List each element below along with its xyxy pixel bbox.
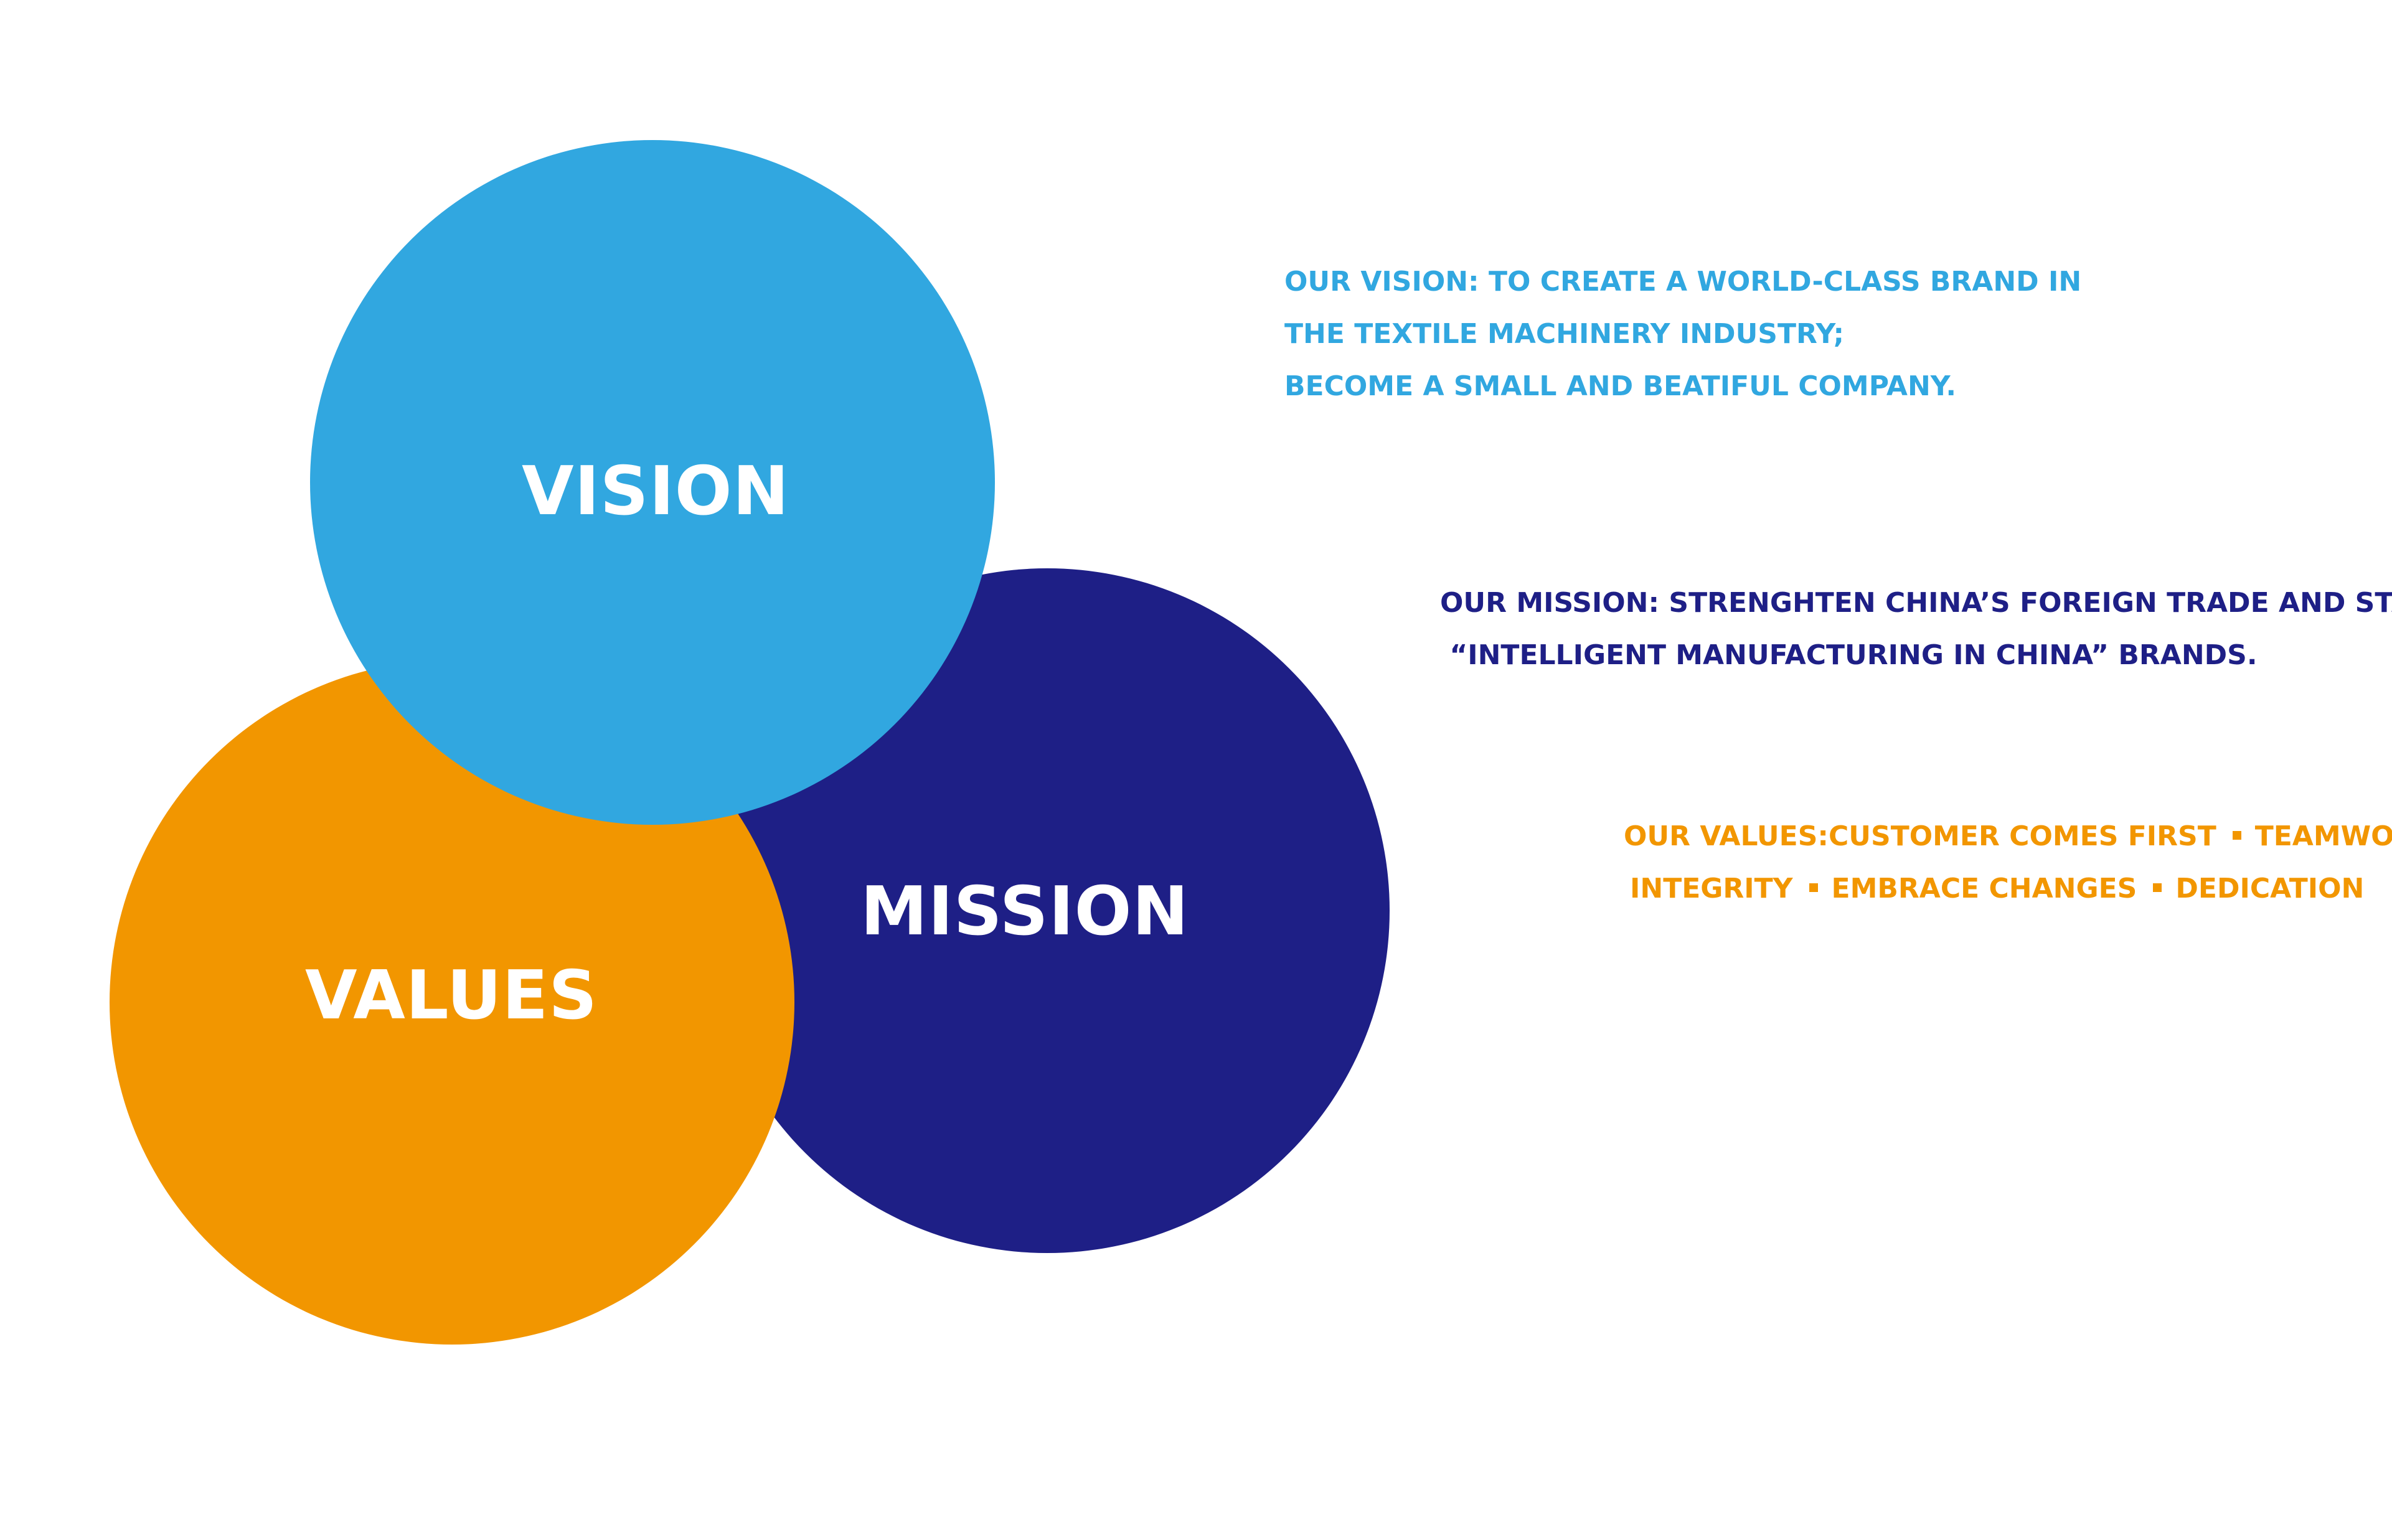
value-item: DEDICATION [2175, 873, 2365, 904]
value-item: CUSTOMER COMES FIRST [1829, 820, 2216, 852]
vision-circle [310, 140, 995, 825]
mission-statement: OUR MISSION: STRENGHTEN CHINA’S FOREIGN … [1440, 577, 2392, 682]
values-prefix: OUR VALUES: [1624, 820, 1829, 852]
values-circle-label: VALUES [304, 957, 598, 1035]
vision-statement-line: OUR VISION: TO CREATE A WORLD-CLASS BRAN… [1284, 266, 2082, 298]
values-statement-line: INTEGRITY EMBRACE CHANGES DEDICATION [1624, 863, 2392, 915]
vision-statement-line: BECOME A SMALL AND BEATIFUL COMPANY. [1284, 370, 1957, 402]
values-statement: OUR VALUES:CUSTOMER COMES FIRSTTEAMWORK … [1624, 810, 2392, 915]
vision-statement-line: THE TEXTILE MACHINERY INDUSTRY; [1284, 318, 1845, 350]
mission-statement-line: OUR MISSION: STRENGHTEN CHINA’S FOREIGN … [1440, 587, 2392, 619]
value-item: EMBRACE CHANGES [1831, 873, 2137, 904]
mission-circle-label: MISSION [860, 873, 1189, 951]
vision-statement: OUR VISION: TO CREATE A WORLD-CLASS BRAN… [1284, 256, 2081, 413]
square-bullet-icon [2153, 883, 2162, 892]
square-bullet-icon [2232, 831, 2241, 840]
value-item: TEAMWORK [2254, 820, 2392, 852]
vision-circle-label: VISION [522, 453, 789, 530]
square-bullet-icon [1809, 883, 1818, 892]
value-item: INTEGRITY [1630, 873, 1793, 904]
values-statement-line: OUR VALUES:CUSTOMER COMES FIRST TEAMWORK [1624, 810, 2392, 863]
mission-statement-line: “INTELLIGENT MANUFACTURING IN CHINA” BRA… [1440, 639, 2258, 671]
